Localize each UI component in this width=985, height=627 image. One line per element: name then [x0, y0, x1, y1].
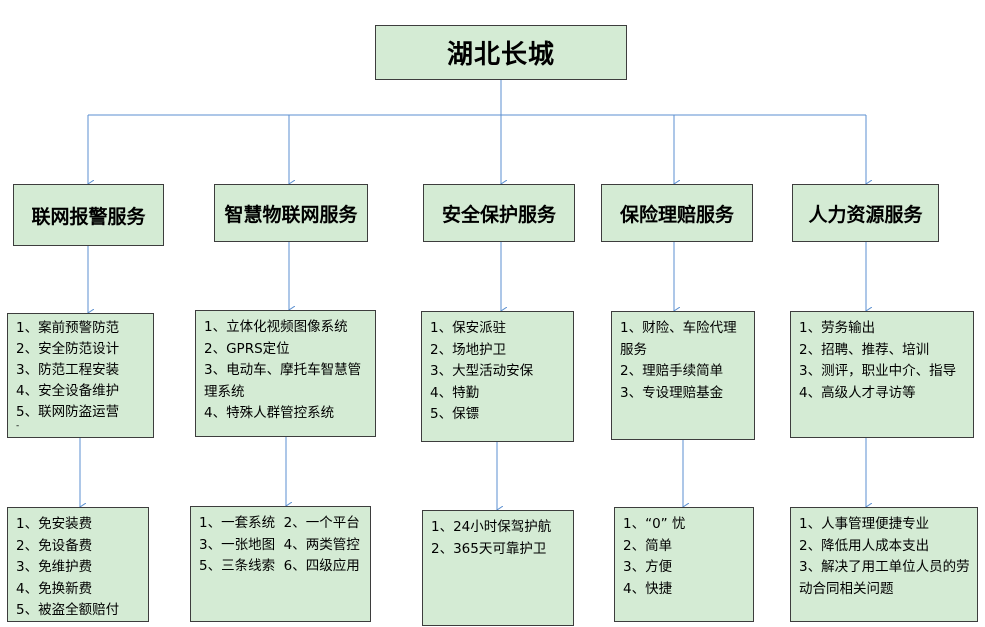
feature-item: - [16, 421, 20, 431]
benefit-item: 2、降低用人成本支出 [799, 537, 930, 554]
feature-item: 1、劳务输出 [799, 320, 876, 336]
feature-box-hr: 1、劳务输出 2、招聘、推荐、培训 3、测评，职业中介、指导 4、高级人才寻访等 [790, 311, 974, 438]
benefit-box-hr: 1、人事管理便捷专业 2、降低用人成本支出 3、解决了用工单位人员的劳动合同相关… [790, 507, 978, 622]
feature-item: 3、专设理赔基金 [620, 384, 724, 401]
feature-box-insurance: 1、财险、车险代理服务 2、理赔手续简单 3、专设理赔基金 [611, 311, 755, 440]
service-box-alarm: 联网报警服务 [13, 184, 164, 246]
benefit-item: 4、快捷 [623, 580, 673, 597]
service-title: 人力资源服务 [808, 203, 923, 226]
benefit-item: 2、简单 [623, 537, 673, 554]
feature-item: 2、场地护卫 [430, 341, 507, 358]
feature-item: 1、立体化视频图像系统 [204, 319, 348, 335]
feature-item: 4、高级人才寻访等 [799, 384, 916, 401]
benefit-box-security: 1、24小时保驾护航 2、365天可靠护卫 [422, 510, 574, 626]
benefit-item: 3、免维护费 [16, 559, 93, 575]
benefit-item: 5、三条线索 6、四级应用 [199, 558, 360, 574]
feature-item: 1、案前预警防范 [16, 320, 120, 336]
benefit-item: 3、方便 [623, 559, 673, 575]
service-box-security: 安全保护服务 [423, 184, 575, 242]
feature-item: 5、联网防盗运营 [16, 404, 120, 420]
feature-item: 2、理赔手续简单 [620, 363, 724, 379]
feature-item: 3、防范工程安装 [16, 362, 120, 378]
root-node: 湖北长城 [375, 25, 627, 80]
service-title: 保险理赔服务 [619, 203, 734, 226]
benefit-item: 3、解决了用工单位人员的劳动合同相关问题 [799, 559, 970, 597]
feature-item: 4、特殊人群管控系统 [204, 405, 335, 421]
benefit-box-iot: 1、一套系统 2、一个平台 3、一张地图 4、两类管控 5、三条线索 6、四级应… [190, 506, 371, 622]
service-box-hr: 人力资源服务 [792, 184, 939, 242]
benefit-item: 5、被盗全额赔付 [16, 602, 120, 618]
benefit-box-insurance: 1、“0” 忧 2、简单 3、方便 4、快捷 [614, 507, 754, 622]
feature-box-security: 1、保安派驻 2、场地护卫 3、大型活动安保 4、特勤 5、保镖 [421, 311, 574, 442]
root-title: 湖北长城 [446, 40, 555, 70]
service-title: 智慧物联网服务 [224, 203, 358, 226]
benefit-item: 2、365天可靠护卫 [431, 540, 547, 557]
feature-item: 1、财险、车险代理服务 [620, 320, 737, 358]
feature-box-alarm: 1、案前预警防范 2、安全防范设计 3、防范工程安装 4、安全设备维护 5、联网… [7, 313, 154, 438]
benefit-item: 1、24小时保驾护航 [431, 519, 552, 535]
feature-item: 4、特勤 [430, 384, 480, 401]
benefit-item: 1、一套系统 2、一个平台 [199, 515, 360, 531]
feature-item: 2、招聘、推荐、培训 [799, 341, 930, 358]
benefit-item: 1、人事管理便捷专业 [799, 516, 930, 532]
benefit-item: 1、免安装费 [16, 516, 93, 532]
benefit-item: 2、免设备费 [16, 537, 93, 554]
benefit-item: 3、一张地图 4、两类管控 [199, 536, 360, 553]
service-box-insurance: 保险理赔服务 [601, 184, 753, 242]
feature-item: 3、电动车、摩托车智慧管理系统 [204, 362, 362, 400]
service-title: 联网报警服务 [31, 205, 146, 228]
feature-item: 2、GPRS定位 [204, 340, 290, 357]
service-box-iot: 智慧物联网服务 [214, 184, 368, 242]
feature-item: 3、测评，职业中介、指导 [799, 363, 957, 379]
benefit-box-alarm: 1、免安装费 2、免设备费 3、免维护费 4、免换新费 5、被盗全额赔付 [7, 507, 149, 622]
feature-box-iot: 1、立体化视频图像系统 2、GPRS定位 3、电动车、摩托车智慧管理系统 4、特… [195, 310, 376, 437]
feature-item: 1、保安派驻 [430, 320, 507, 336]
feature-item: 2、安全防范设计 [16, 341, 120, 357]
feature-item: 4、安全设备维护 [16, 383, 120, 399]
benefit-item: 1、“0” 忧 [623, 516, 686, 532]
benefit-item: 4、免换新费 [16, 580, 93, 597]
feature-item: 3、大型活动安保 [430, 363, 534, 379]
service-title: 安全保护服务 [441, 203, 556, 226]
feature-item: 5、保镖 [430, 406, 480, 422]
